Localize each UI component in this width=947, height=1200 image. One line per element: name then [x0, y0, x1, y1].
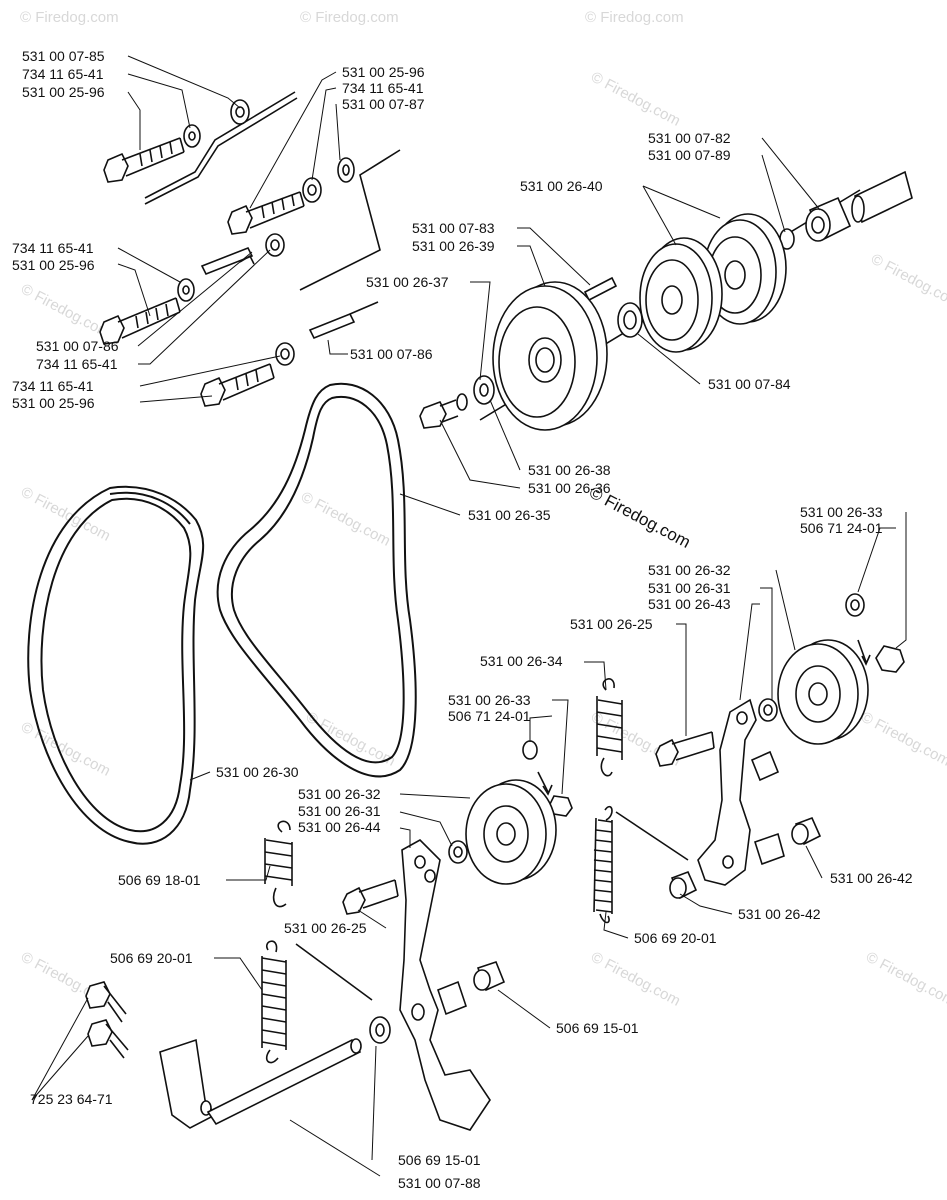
watermark: © Firedog.com	[20, 9, 119, 26]
watermark: © Firedog.com	[588, 69, 683, 130]
part-label: 531 00 07-86	[350, 346, 433, 362]
part-label: 531 00 26-33	[448, 692, 531, 708]
part-label: 506 71 24-01	[448, 708, 531, 724]
part-label: 531 00 26-40	[520, 178, 603, 194]
watermark: © Firedog.com	[300, 9, 399, 26]
part-label: 531 00 26-42	[738, 906, 821, 922]
part-label: 531 00 26-25	[570, 616, 653, 632]
part-label: 531 00 07-83	[412, 220, 495, 236]
part-label: 531 00 25-96	[342, 64, 425, 80]
part-label: 725 23 64-71	[30, 1091, 113, 1107]
part-label: 531 00 07-88	[398, 1175, 481, 1191]
watermark: © Firedog.com	[585, 9, 684, 26]
part-label: 531 00 26-37	[366, 274, 449, 290]
watermark: © Firedog.com	[18, 719, 113, 780]
watermark: © Firedog.com	[863, 949, 947, 1010]
part-label: 531 00 26-35	[468, 507, 551, 523]
part-label: 531 00 26-30	[216, 764, 299, 780]
part-label: 506 69 18-01	[118, 872, 201, 888]
part-label: 531 00 26-32	[648, 562, 731, 578]
part-label: 531 00 26-32	[298, 786, 381, 802]
watermark: © Firedog.com	[868, 251, 947, 312]
part-label: 531 00 07-82	[648, 130, 731, 146]
part-label: 531 00 26-44	[298, 819, 381, 835]
part-label: 531 00 25-96	[12, 257, 95, 273]
part-label: 506 69 15-01	[398, 1152, 481, 1168]
pulley-stack	[419, 170, 913, 431]
part-label: 506 69 15-01	[556, 1020, 639, 1036]
watermark: © Firedog.com	[298, 489, 393, 550]
watermark: © Firedog.com	[18, 281, 113, 342]
part-label: 734 11 65-41	[22, 66, 104, 82]
part-label: 531 00 26-31	[648, 580, 731, 596]
part-label: 531 00 26-39	[412, 238, 495, 254]
center-idler	[85, 740, 573, 1131]
part-label: 531 00 26-33	[800, 504, 883, 520]
part-label: 506 69 20-01	[110, 950, 193, 966]
part-label: 531 00 26-31	[298, 803, 381, 819]
part-label: 734 11 65-41	[342, 80, 424, 96]
part-label: 734 11 65-41	[12, 378, 94, 394]
part-label: 531 00 07-86	[36, 338, 119, 354]
leader-lines	[31, 55, 907, 1177]
part-label: 531 00 07-85	[22, 48, 105, 64]
part-label: 531 00 26-34	[480, 653, 563, 669]
part-label: 531 00 07-84	[708, 376, 791, 392]
part-label: 506 71 24-01	[800, 520, 883, 536]
right-idler	[593, 593, 905, 924]
part-label: 531 00 07-89	[648, 147, 731, 163]
part-label: 531 00 25-96	[12, 395, 95, 411]
part-label: 531 00 26-38	[528, 462, 611, 478]
watermark: © Firedog.com	[588, 949, 683, 1010]
part-label: 531 00 26-25	[284, 920, 367, 936]
watermark: © Firedog.com	[858, 709, 947, 770]
part-label: 531 00 26-43	[648, 596, 731, 612]
part-label: 734 11 65-41	[12, 240, 94, 256]
part-label: 531 00 25-96	[22, 84, 105, 100]
part-label: 531 00 26-42	[830, 870, 913, 886]
belts	[27, 382, 417, 845]
part-label: 734 11 65-41	[36, 356, 118, 372]
part-label: 506 69 20-01	[634, 930, 717, 946]
part-label: 531 00 07-87	[342, 96, 425, 112]
part-labels: 531 00 07-85 734 11 65-41 531 00 25-96 5…	[12, 48, 913, 1191]
part-label: 531 00 26-36	[528, 480, 611, 496]
